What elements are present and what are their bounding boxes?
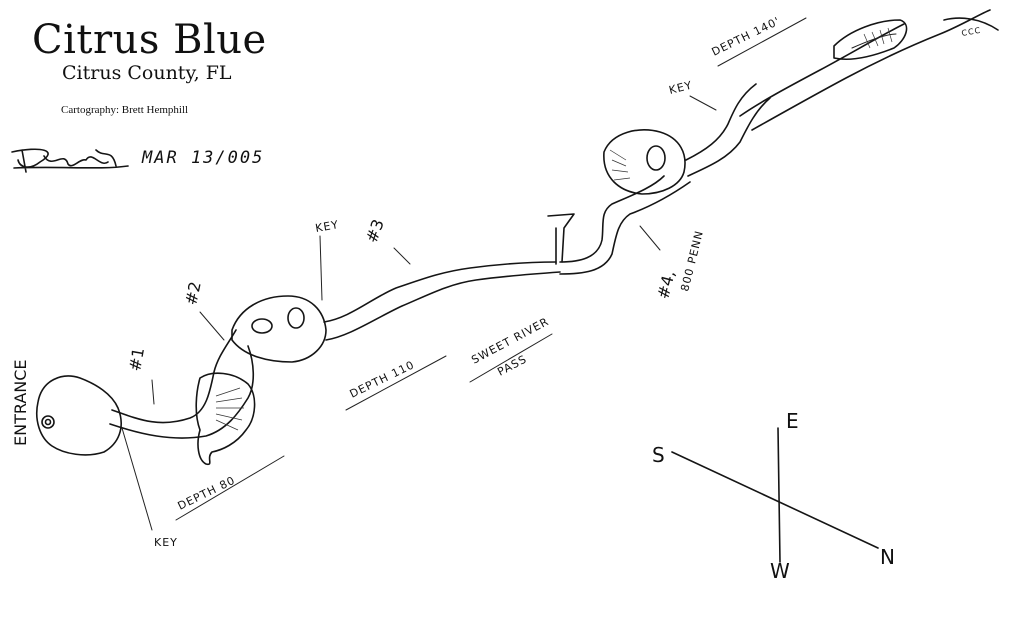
compass-n: N xyxy=(880,545,895,569)
depth-110-label: DEPTH 110 xyxy=(348,358,417,401)
map-subtitle: Citrus County, FL xyxy=(62,62,232,84)
chamber-hatching xyxy=(215,27,893,431)
depth-80-label: DEPTH 80 xyxy=(176,474,238,513)
key-label-mid: KEY xyxy=(314,218,340,235)
ccc-label: CCC xyxy=(961,26,982,38)
key-label-bottom: KEY xyxy=(154,536,178,549)
signature-date: MAR 13/005 xyxy=(142,148,265,168)
marker-1-label: #1 xyxy=(125,346,148,373)
marker-2-label: #2 xyxy=(181,280,204,307)
key-label-top: KEY xyxy=(668,79,694,97)
sweet-river-pass-label: PASS xyxy=(495,352,529,378)
page-title: Citrus Blue xyxy=(32,17,267,63)
compass-w: W xyxy=(770,559,790,583)
signature-scribble xyxy=(11,148,129,173)
entrance-label: ENTRANCE xyxy=(11,359,30,446)
compass-s: S xyxy=(652,443,665,467)
compass-e: E xyxy=(786,409,799,433)
cave-passage xyxy=(36,9,999,466)
cartography-credit: Cartography: Brett Hemphill xyxy=(61,104,189,116)
marker-4-note: 800 PENN xyxy=(678,229,706,293)
marker-3-label: #3 xyxy=(362,217,388,246)
marker-4-label: #4, xyxy=(653,269,678,301)
annotation-pointers xyxy=(121,17,807,531)
compass-rose: S E N W xyxy=(652,409,895,583)
